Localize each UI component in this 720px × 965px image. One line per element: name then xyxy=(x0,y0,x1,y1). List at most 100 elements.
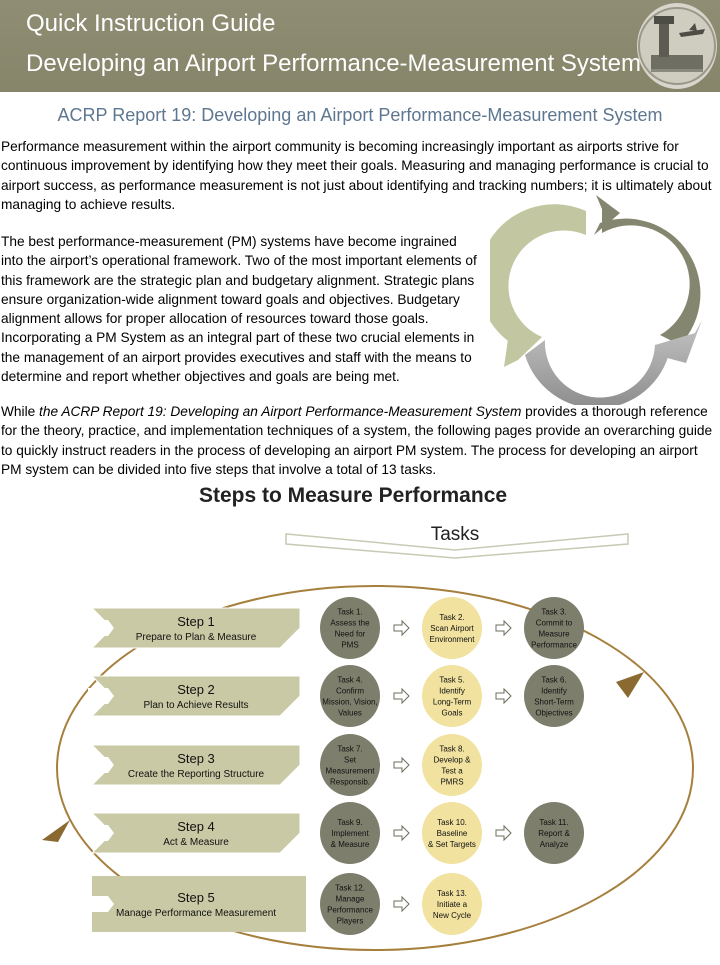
cycle-segment-strategic xyxy=(594,195,701,345)
step-3: Step 3 Create the Reporting Structure xyxy=(88,744,301,786)
task-connector-arrow xyxy=(495,824,512,842)
task-label-line: Set xyxy=(344,756,357,765)
step-5: Step 5 Manage Performance Measurement xyxy=(88,876,306,932)
task-11: Task 11.Report &Analyze xyxy=(524,802,584,864)
task-label-line: Implement xyxy=(331,829,369,838)
task-label-line: Initiate a xyxy=(437,900,468,909)
task-connector-arrow xyxy=(393,756,410,774)
task-label-line: Report & xyxy=(538,829,570,838)
task-circle xyxy=(422,734,482,796)
task-connector-arrow xyxy=(495,687,512,705)
task-label-line: Identify xyxy=(541,687,567,696)
task-label-line: Confirm xyxy=(336,687,364,696)
task-label-line: Task 10. xyxy=(437,818,467,827)
task-label-line: Short-Term xyxy=(534,698,574,707)
ellipse-arrowhead-right xyxy=(616,672,644,698)
task-label-line: Task 13. xyxy=(437,889,467,898)
task-circle xyxy=(320,734,380,796)
report-reference: the ACRP Report 19: Developing an Airpor… xyxy=(39,404,522,419)
task-circle xyxy=(422,873,482,935)
intro-paragraph: Performance measurement within the airpo… xyxy=(1,139,712,212)
step-notch-4 xyxy=(88,825,114,841)
task-13: Task 13. Initiate a New Cycle xyxy=(422,873,482,935)
steps-heading: Steps to Measure Performance xyxy=(198,484,508,507)
task-label-line: Manage xyxy=(336,895,365,904)
task-circle xyxy=(320,597,380,659)
task-label-line: Task 5. xyxy=(439,676,464,685)
task-label-line: Develop & xyxy=(434,756,472,765)
task-label-line: & Set Targets xyxy=(428,840,476,849)
step-subtitle-3: Create the Reporting Structure xyxy=(128,769,265,780)
step-box-5 xyxy=(92,876,306,932)
ellipse-arrowhead-left xyxy=(42,820,70,842)
task-label-line: PMS xyxy=(341,641,358,650)
task-label-line: Responsib. xyxy=(330,778,370,787)
task-label-line: New Cycle xyxy=(433,911,472,920)
task-circle xyxy=(524,665,584,727)
airport-tower-icon xyxy=(637,3,717,89)
cycle-label-pm: PM xyxy=(598,365,610,374)
step-notch-2 xyxy=(88,688,114,704)
task-label-line: Performance xyxy=(531,641,577,650)
cycle-label-alignment: Alignment xyxy=(516,272,552,281)
step-subtitle-4: Act & Measure xyxy=(163,837,229,848)
task-label-line: PMRS xyxy=(440,778,463,787)
task-circle xyxy=(320,873,380,935)
task-9: Task 9.Implement& Measure xyxy=(320,802,380,864)
task-connector-arrow xyxy=(393,895,410,913)
task-circle xyxy=(422,665,482,727)
cycle-label-budget: Budget xyxy=(521,260,547,269)
overview-paragraph: While the ACRP Report 19: Developing an … xyxy=(1,402,720,479)
overview-text-start: While xyxy=(1,404,40,419)
task-label-line: Task 1. xyxy=(337,608,362,617)
task-connector-arrow xyxy=(393,687,410,705)
task-label-line: Baseline xyxy=(437,829,468,838)
task-circle xyxy=(524,597,584,659)
tasks-bracket-arrow xyxy=(285,533,629,559)
task-label-line: Long-Term xyxy=(433,698,472,707)
task-circle xyxy=(320,802,380,864)
guide-subtitle: Developing an Airport Performance-Measur… xyxy=(26,50,641,77)
task-connector-arrow xyxy=(393,619,410,637)
cycle-label-system: System xyxy=(591,377,618,386)
task-label-line: Environment xyxy=(430,635,476,644)
step-notch-1 xyxy=(88,620,114,636)
task-circle xyxy=(422,597,482,659)
task-label-line: Need for xyxy=(335,630,366,639)
task-label-line: Measurement xyxy=(326,767,376,776)
task-label-line: Identify xyxy=(439,687,465,696)
task-10: Task 10. Baseline & Set Targets xyxy=(422,802,482,864)
task-label-line: Task 7. xyxy=(337,745,362,754)
task-connector-arrow xyxy=(393,824,410,842)
cycle-ellipse xyxy=(56,585,694,951)
header-banner: Quick Instruction Guide Developing an Ai… xyxy=(0,0,720,92)
task-label-line: Task 4. xyxy=(337,676,362,685)
task-label-line: Players xyxy=(337,917,364,926)
task-circle xyxy=(524,802,584,864)
step-subtitle-5: Manage Performance Measurement xyxy=(116,908,276,919)
step-subtitle-1: Prepare to Plan & Measure xyxy=(136,632,257,643)
task-label-line: Task 8. xyxy=(439,745,464,754)
task-label-line: Mission, Vision, xyxy=(322,698,377,707)
task-label-line: Scan Airport xyxy=(430,624,474,633)
task-label-line: Task 3. xyxy=(541,608,566,617)
task-label-line: Task 12. xyxy=(335,884,365,893)
task-label-line: Analyze xyxy=(540,840,569,849)
cycle-label-planning: Planning xyxy=(648,268,679,277)
task-label-line: Performance xyxy=(327,906,373,915)
task-label-line: Objectives xyxy=(535,709,572,718)
step-title-3: Step 3 xyxy=(177,751,215,766)
step-title-5: Step 5 xyxy=(177,890,215,905)
task-label-line: Measure xyxy=(538,630,570,639)
task-label-line: Task 9. xyxy=(337,818,362,827)
step-notch-5 xyxy=(88,896,114,912)
cycle-label-strategic: Strategic xyxy=(648,256,680,265)
